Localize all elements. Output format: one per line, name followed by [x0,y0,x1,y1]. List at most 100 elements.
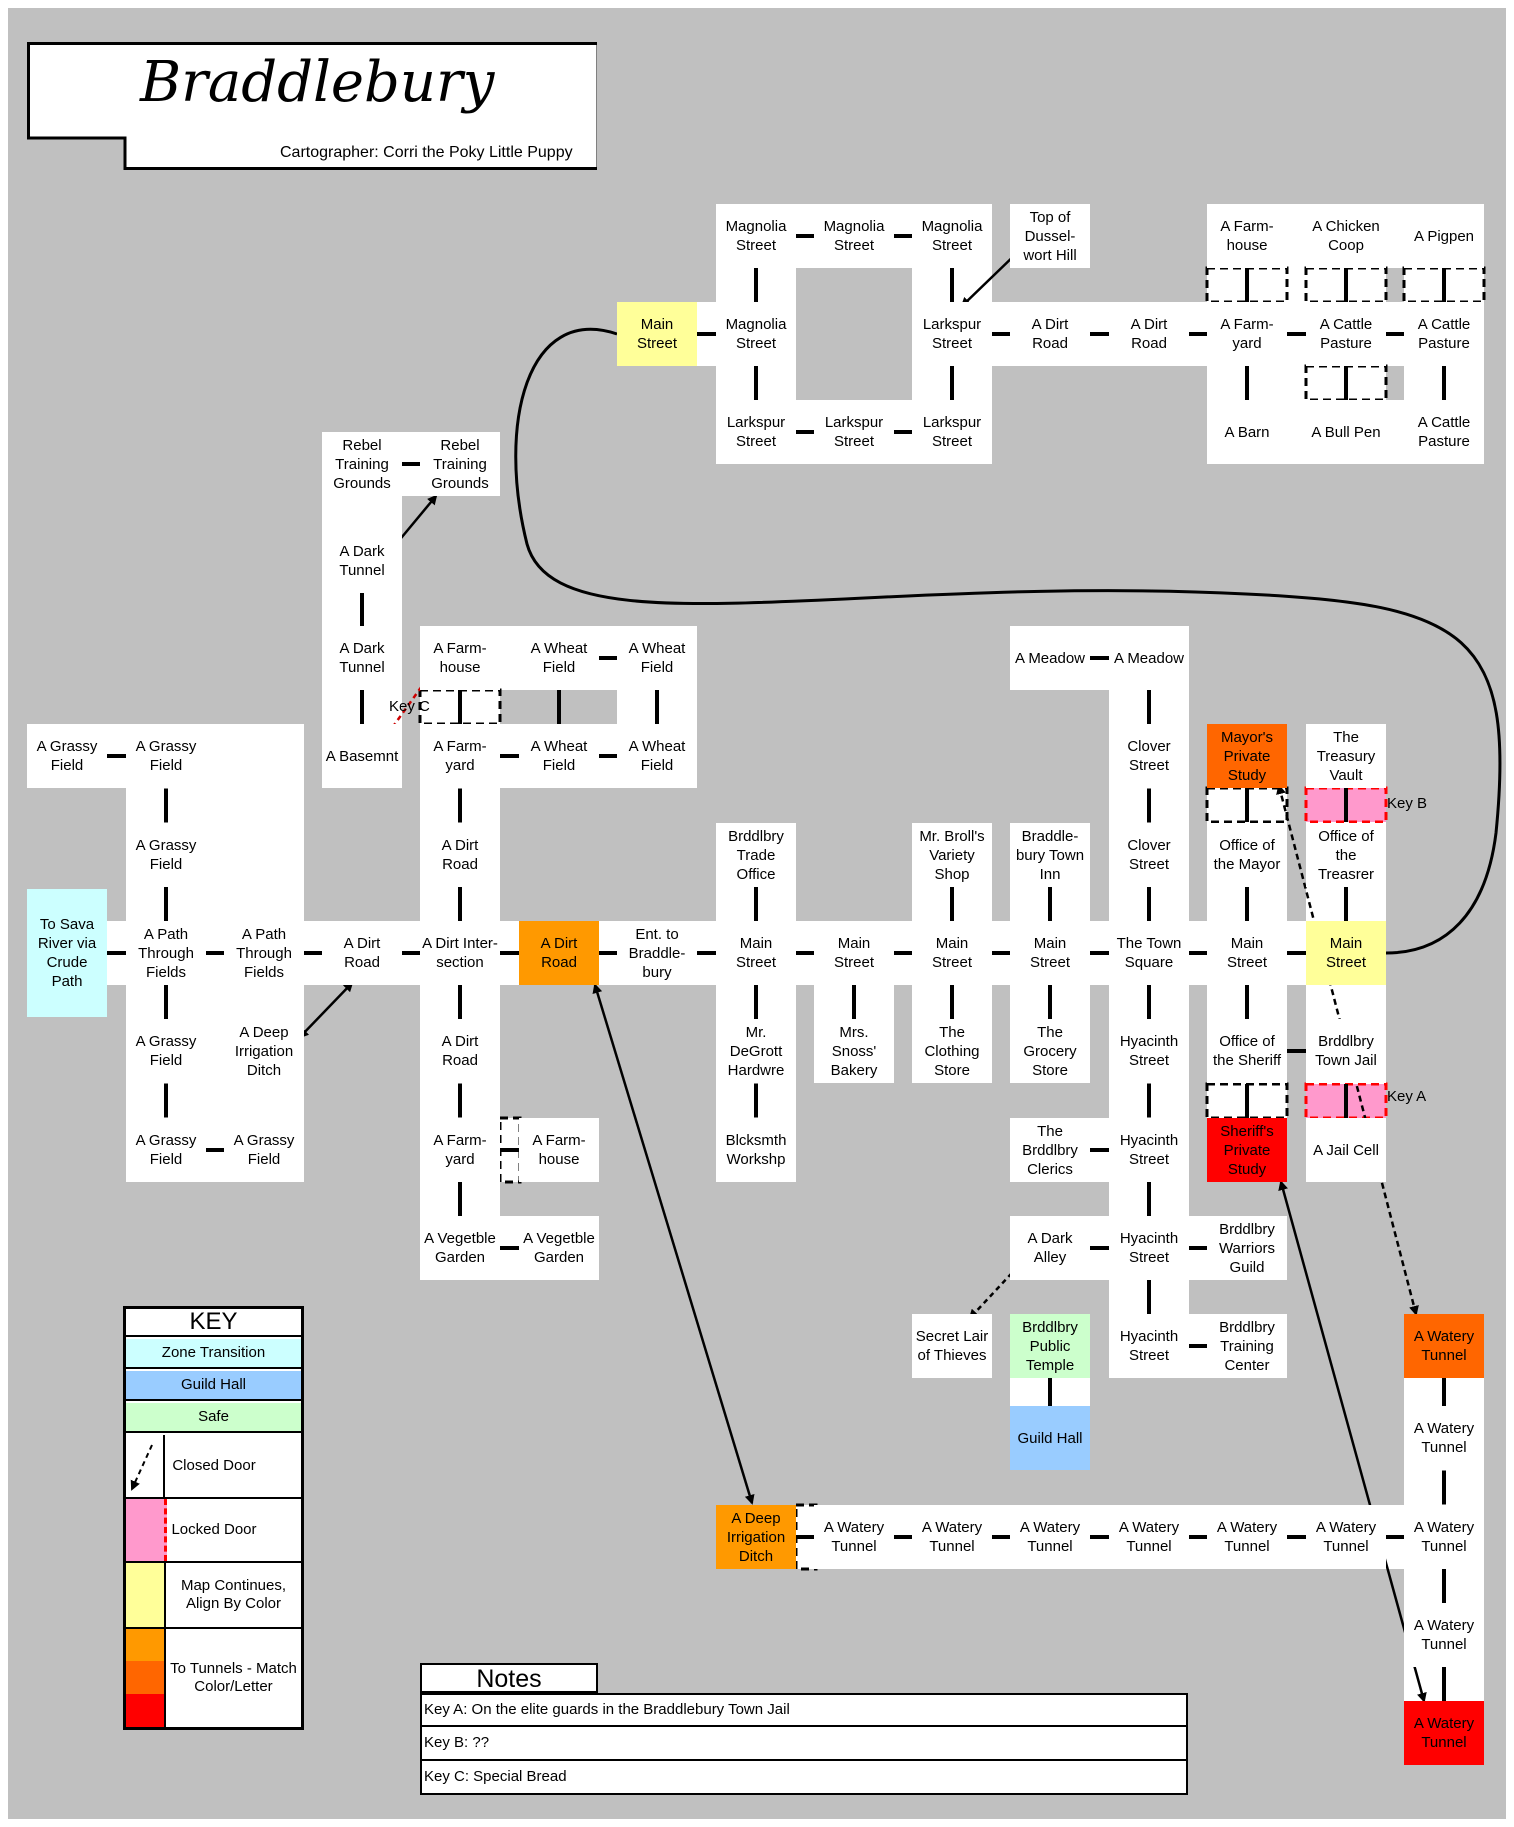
continuation-curve [514,327,1502,955]
cartographer-credit: Cartographer: Corri the Poky Little Pupp… [280,144,573,161]
room-rebel2: Rebel Training Grounds [420,432,500,496]
room-wtun-bottom: A Watery Tunnel [1404,1701,1484,1765]
legend-locked-door-row: Locked Door [126,1499,301,1563]
room-topdus: Top of Dussel- wort Hill [1010,204,1090,268]
room-main4: Main Street [1010,921,1090,985]
key-c-label: Key C [389,698,430,715]
room-farmhouse-ne: A Farm- house [1207,204,1287,268]
room-mag3: Magnolia Street [912,204,992,268]
room-chicken: A Chicken Coop [1306,204,1386,268]
legend-closed-door-row: Closed Door [126,1435,301,1499]
room-clover1: Clover Street [1109,724,1189,788]
tunnel-swatch-border [164,1629,166,1727]
room-jailcell: A Jail Cell [1306,1118,1386,1182]
room-main5: Main Street [1207,921,1287,985]
room-cattle3: A Cattle Pasture [1404,400,1484,464]
room-bullpen: A Bull Pen [1306,400,1386,464]
room-darkalley: A Dark Alley [1010,1216,1090,1280]
legend-guild-hall: Guild Hall [126,1371,301,1401]
room-connectors [106,234,1446,1701]
room-main2: Main Street [814,921,894,985]
key-a-label: Key A [1387,1088,1427,1105]
room-farmyard-s: A Farm- yard [420,1118,500,1182]
room-mayorstudy: Mayor's Private Study [1207,724,1287,788]
room-clover2: Clover Street [1109,823,1189,887]
room-square: The Town Square [1109,921,1189,985]
room-hya4: Hyacinth Street [1109,1314,1189,1378]
room-vault: The Treasury Vault [1306,724,1386,788]
room-grass5: A Grassy Field [126,1118,206,1182]
room-mayoroff: Office of the Mayor [1207,823,1287,887]
room-clothing: The Clothing Store [912,1019,992,1083]
room-dtun2: A Dark Tunnel [322,626,402,690]
room-meadow2: A Meadow [1109,626,1189,690]
legend-locked-door: Locked Door [171,1521,257,1538]
room-farmhouse-s: A Farm- house [519,1118,599,1182]
room-treasoff: Office of the Treasrer [1306,823,1386,887]
room-grass1: A Grassy Field [27,724,107,788]
room-wtun7: A Watery Tunnel [1404,1505,1484,1569]
room-grass3: A Grassy Field [126,823,206,887]
room-wtun-v2: A Watery Tunnel [1404,1603,1484,1667]
room-basement: A Basemnt [322,724,402,788]
legend-tunnels: To Tunnels - Match Color/Letter [170,1660,297,1695]
legend-zone-transition: Zone Transition [126,1339,301,1369]
legend-safe: Safe [126,1403,301,1433]
room-inn: Braddle- bury Town Inn [1010,823,1090,887]
room-dirtint: A Dirt Inter- section [420,921,500,985]
room-temple: Brddlbry Public Temple [1010,1314,1090,1378]
room-veg1: A Vegetble Garden [420,1216,500,1280]
room-path2: A Path Through Fields [224,921,304,985]
room-warriors: Brddlbry Warriors Guild [1207,1216,1287,1280]
room-wheat3: A Wheat Field [519,724,599,788]
room-farmyard-w: A Farm- yard [420,724,500,788]
room-jail: Brddlbry Town Jail [1306,1019,1386,1083]
room-hya2: Hyacinth Street [1109,1118,1189,1182]
room-dirt-w2: A Dirt Road [420,823,500,887]
room-ditch-orange: A Deep Irrigation Ditch [716,1505,796,1569]
ditch-arrow [298,981,354,1039]
room-barn: A Barn [1207,400,1287,464]
room-dirt-n1: A Dirt Road [1010,302,1090,366]
legend-closed-door: Closed Door [172,1457,256,1474]
room-sheriffoff: Office of the Sheriff [1207,1019,1287,1083]
room-entbrad: Ent. to Braddle- bury [617,921,697,985]
legend-title: KEY [126,1308,301,1337]
notes-panel: Notes Key A: On the elite guards in the … [420,1663,1188,1796]
room-guildhall: Guild Hall [1010,1406,1090,1470]
locked-door-swatch [126,1499,167,1561]
room-wtun1: A Watery Tunnel [814,1505,894,1569]
room-farmhouse-w: A Farm- house [420,626,500,690]
room-farmyard-ne: A Farm- yard [1207,302,1287,366]
title-box [27,42,597,170]
room-mag4: Magnolia Street [716,302,796,366]
room-lark4: Larkspur Street [912,400,992,464]
tunnel-orange-arrow [592,983,755,1505]
room-dirt-n2: A Dirt Road [1109,302,1189,366]
room-main3: Main Street [912,921,992,985]
room-wtun6: A Watery Tunnel [1306,1505,1386,1569]
room-sava: To Sava River via Crude Path [27,889,107,1017]
key-b-label: Key B [1387,795,1428,812]
room-mag2: Magnolia Street [814,204,894,268]
room-mainst-n: Main Street [617,302,697,366]
room-trainctr: Brddlbry Training Center [1207,1314,1287,1378]
room-lark2: Larkspur Street [716,400,796,464]
room-dirt-w3: A Dirt Road [420,1019,500,1083]
room-pigpen: A Pigpen [1404,204,1484,268]
room-tradeoff: Brddlbry Trade Office [716,823,796,887]
room-wtun3: A Watery Tunnel [1010,1505,1090,1569]
room-wtun-v1: A Watery Tunnel [1404,1406,1484,1470]
room-wtun-top: A Watery Tunnel [1404,1314,1484,1378]
room-ditch1: A Deep Irrigation Ditch [224,1019,304,1083]
notes-key-c: Key C: Special Bread [420,1761,1188,1795]
room-clerics: The Brddlbry Clerics [1010,1118,1090,1182]
room-main-y: Main Street [1306,921,1386,985]
room-rebel1: Rebel Training Grounds [322,432,402,496]
room-blacksmith: Blcksmth Workshp [716,1118,796,1182]
room-wheat4: A Wheat Field [617,724,697,788]
room-lair: Secret Lair of Thieves [912,1314,992,1378]
room-path1: A Path Through Fields [126,921,206,985]
continues-swatch [126,1563,166,1627]
room-broll: Mr. Broll's Variety Shop [912,823,992,887]
